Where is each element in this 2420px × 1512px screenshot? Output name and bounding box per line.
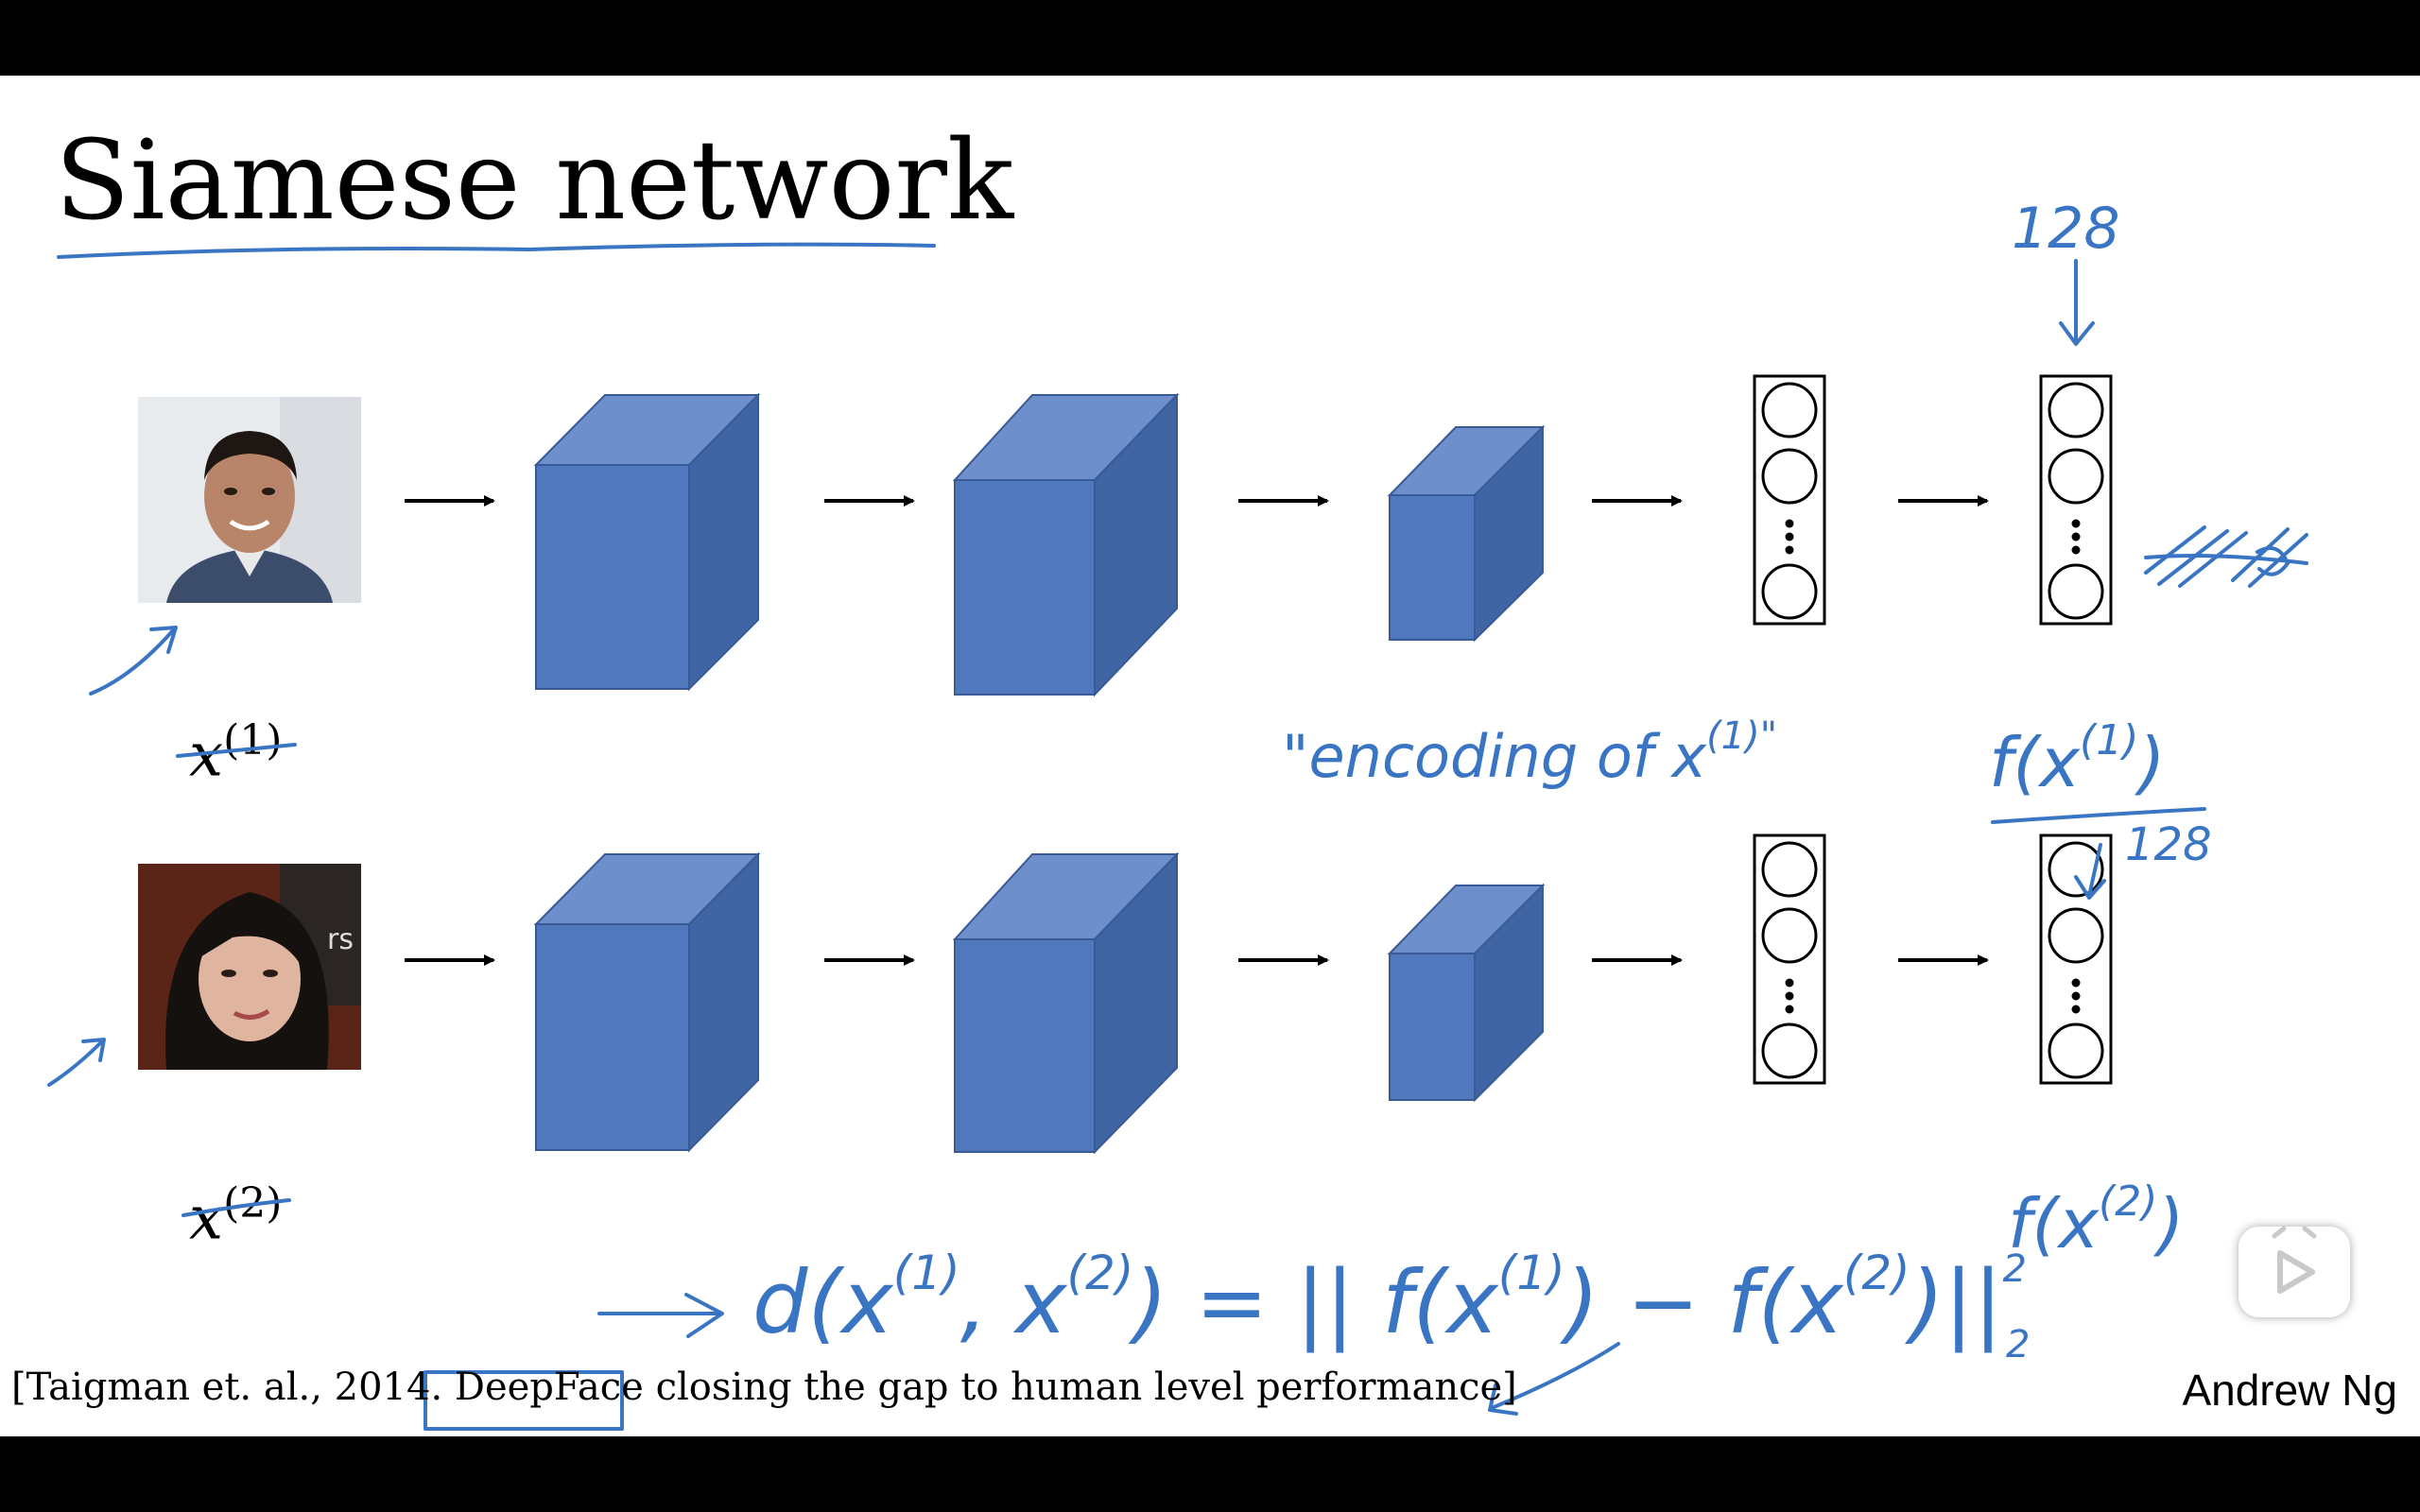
- f1-label: f(x(1)): [1989, 716, 2165, 802]
- citation-deepface: DeepFace: [454, 1366, 644, 1409]
- face-photo-1: [138, 397, 361, 603]
- conv-block-3b: [1387, 883, 1546, 1103]
- distance-arrow: [597, 1293, 724, 1338]
- siamese-diagram: 128 "encoding of x(1)" f(x(1)) 128 f(x(2…: [47, 196, 2308, 1431]
- play-icon: [2272, 1226, 2317, 1294]
- deepface-box: [424, 1370, 624, 1431]
- slide-title: Siamese network: [55, 117, 1014, 245]
- conv-block-3a: [1387, 424, 1546, 643]
- size-arrow-top: [2059, 259, 2095, 346]
- fc-layer-bottom: [1753, 833, 1826, 1085]
- conv-block-2a: [952, 392, 1180, 697]
- input-label-2: x(2): [189, 1179, 283, 1254]
- f1-underline: [1991, 807, 2206, 824]
- f2-label: f(x(2)): [2008, 1177, 2184, 1263]
- scribble-mark: [2144, 525, 2308, 588]
- citation-arrow: [1488, 1342, 1620, 1416]
- pointer-arrow-2: [47, 1038, 106, 1087]
- author-name: Andrew Ng: [2182, 1366, 2397, 1415]
- input-2-underline: [182, 1198, 291, 1217]
- pointer-arrow-1: [89, 626, 178, 696]
- size-label-top: 128: [2012, 196, 2120, 262]
- title-underline: [57, 242, 936, 259]
- size-label-mid: 128: [2125, 818, 2212, 871]
- encoding-layer-bottom: [2039, 833, 2113, 1085]
- slide: Siamese network rs x(1): [0, 76, 2420, 1436]
- encoding-layer-top: [2039, 374, 2113, 626]
- svg-text:rs: rs: [327, 923, 354, 956]
- size-arrow-mid: [2074, 843, 2106, 900]
- conv-block-1b: [533, 851, 761, 1153]
- play-button[interactable]: [2238, 1226, 2350, 1317]
- conv-block-2b: [952, 851, 1180, 1155]
- conv-block-1a: [533, 392, 761, 692]
- fc-layer-top: [1753, 374, 1826, 626]
- encoding-note: "encoding of x(1)": [1282, 714, 1777, 791]
- citation: [Taigman et. al., 2014. DeepFace closing…: [11, 1366, 1517, 1409]
- face-photo-2: rs: [138, 864, 361, 1070]
- input-label-1: x(1): [189, 716, 283, 791]
- input-1-underline: [176, 743, 297, 758]
